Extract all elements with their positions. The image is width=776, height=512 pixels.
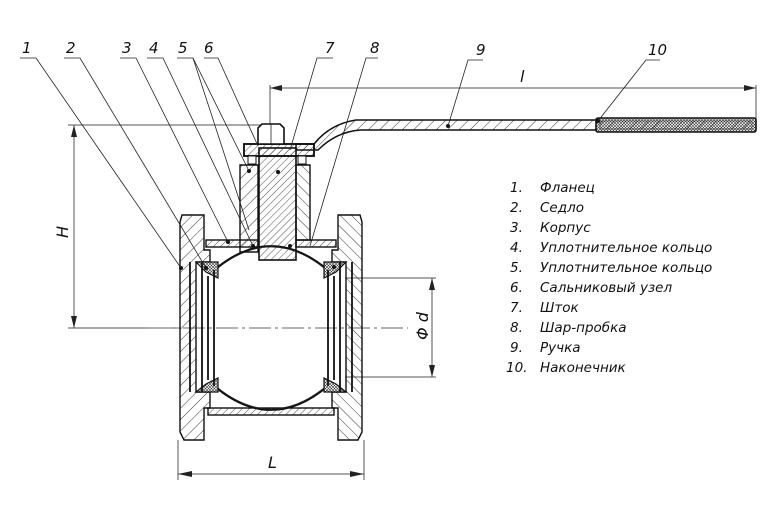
callout-1: 1: [22, 39, 32, 57]
dimension-L: L: [177, 440, 365, 480]
callout-4: 4: [149, 39, 159, 57]
legend-name: Сальниковый узел: [540, 280, 672, 296]
leader-lines: [20, 57, 660, 269]
dim-label-L: L: [268, 453, 277, 472]
legend-num: 1.: [510, 180, 523, 196]
callout-6: 6: [204, 39, 214, 57]
dim-label-H: H: [53, 226, 72, 238]
legend-name: Ручка: [540, 340, 581, 356]
dimension-d: Φ d: [345, 277, 436, 378]
parts-legend: 1. Фланец 2. Седло 3. Корпус 4. Уплотнит…: [506, 180, 712, 376]
dimension-l: l: [269, 67, 757, 128]
valve-body: [179, 123, 363, 441]
legend-name: Шток: [540, 300, 580, 316]
callout-8: 8: [370, 39, 380, 57]
legend-num: 6.: [510, 280, 523, 296]
dim-label-l: l: [520, 67, 525, 86]
callout-7: 7: [325, 39, 335, 57]
callout-9: 9: [476, 41, 486, 59]
callouts: 1 2 3 4 5 6 7 8 9 10: [22, 39, 667, 59]
callout-10: 10: [648, 41, 667, 59]
legend-num: 7.: [510, 300, 523, 316]
dim-label-d: Φ d: [413, 311, 432, 340]
legend-name: Седло: [540, 200, 584, 216]
legend-name: Шар-пробка: [540, 320, 627, 336]
callout-5: 5: [178, 39, 188, 57]
legend-num: 9.: [510, 340, 523, 356]
callout-2: 2: [66, 39, 76, 57]
legend-num: 8.: [510, 320, 523, 336]
legend-name: Уплотнительное кольцо: [540, 260, 712, 276]
legend-name: Корпус: [540, 220, 591, 236]
legend-name: Фланец: [540, 180, 595, 196]
legend-name: Наконечник: [540, 360, 627, 376]
dimension-H: H: [53, 124, 270, 329]
legend-name: Уплотнительное кольцо: [540, 240, 712, 256]
legend-num: 4.: [510, 240, 523, 256]
callout-3: 3: [122, 39, 132, 57]
handle: [295, 117, 757, 151]
legend-num: 10.: [506, 360, 527, 376]
legend-num: 2.: [510, 200, 523, 216]
legend-num: 5.: [510, 260, 523, 276]
legend-num: 3.: [510, 220, 523, 236]
